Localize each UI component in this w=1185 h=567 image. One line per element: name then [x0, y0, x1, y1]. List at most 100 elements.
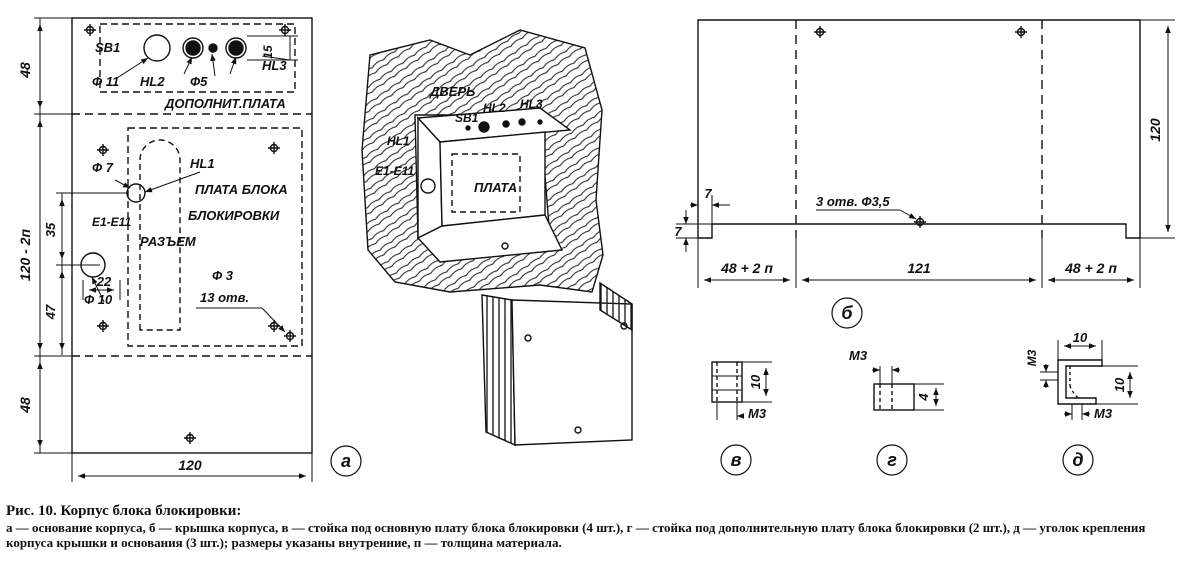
dim-d-m3-top: М3: [1025, 349, 1039, 366]
figure-d-texts: 10 10 М3 М3 д: [1025, 330, 1127, 476]
hl2-hole: [185, 40, 201, 56]
label-sb1: SB1: [95, 40, 120, 55]
cover-hole-3: [574, 426, 582, 434]
caption-title: Рис. 10. Корпус блока блокировки:: [6, 503, 242, 519]
main-board-outline: [127, 127, 303, 347]
figure-g-texts: М3 4 г: [849, 348, 931, 476]
dim-b-left: 48 + 2 п: [720, 260, 773, 276]
dim-v-10: 10: [748, 374, 763, 389]
dim-v-m3: М3: [748, 406, 767, 421]
screw-3d-3: [501, 242, 509, 250]
screw-3d-2: [537, 119, 543, 125]
screw-3d-1: [465, 125, 471, 131]
label-additional-board: ДОПОЛНИТ.ПЛАТА: [164, 96, 286, 111]
sb1-3d: [478, 121, 490, 133]
marker-v-circle: [720, 444, 752, 476]
label-board-name-2: БЛОКИРОВКИ: [188, 208, 280, 223]
figure-g-standoff: [872, 366, 944, 411]
figure-v-standoff: [711, 361, 772, 420]
dim-b-tab-height: 7: [674, 224, 682, 239]
marker-d-circle: [1062, 444, 1094, 476]
label-door: ДВЕРЬ: [429, 84, 475, 99]
figure-3d-view: [361, 29, 633, 447]
dim-15: 15: [261, 45, 275, 59]
cover-ribbed-side: [481, 294, 516, 447]
dim-48-bottom: 48: [17, 397, 33, 414]
hl2-3d: [502, 120, 510, 128]
dim-b-tab-width: 7: [704, 186, 712, 201]
marker-d: д: [1072, 450, 1083, 470]
label-3d-hl1: HL1: [387, 134, 410, 148]
bracket-profile: [1057, 359, 1103, 405]
marker-v: в: [731, 450, 742, 470]
figure-caption: Рис. 10. Корпус блока блокировки: а — ос…: [6, 503, 1181, 551]
dim-d-m3-bottom: М3: [1094, 406, 1113, 421]
label-3d-hl3: HL3: [520, 97, 543, 111]
box-bottom-panel: [416, 214, 564, 263]
label-3d-sb1: SB1: [455, 111, 479, 125]
cover-blank-outline: [697, 19, 1141, 239]
figure-d-bracket: [1040, 340, 1138, 420]
dim-120-width: 120: [178, 457, 202, 473]
dim-b-120: 120: [1147, 118, 1163, 142]
standoff-body: [711, 361, 743, 403]
marker-b-circle: [831, 297, 863, 329]
cover-holes: [814, 26, 1027, 228]
label-phi3: Ф 3: [212, 268, 234, 283]
label-phi10: Ф 10: [84, 292, 113, 307]
label-3-holes: 3 отв. Ф3,5: [816, 194, 890, 209]
figure-a-base: [34, 17, 313, 482]
figure-b-texts: 120 48 + 2 п 121 48 + 2 п 7 7 3 отв. Ф3,…: [674, 118, 1163, 329]
label-connector: РАЗЪЕМ: [140, 234, 197, 249]
dim-47: 47: [43, 304, 58, 320]
label-e1-e11: E1-E11: [92, 215, 131, 229]
hl3-3d: [518, 118, 526, 126]
hl3-hole-b: [228, 40, 244, 56]
figure-b-cover: [676, 19, 1175, 288]
cover-front: [511, 299, 633, 446]
label-3d-hl2: HL2: [483, 101, 506, 115]
e1-e11-3d-hole: [420, 178, 436, 194]
figure-3d-texts: ДВЕРЬ SB1 HL2 HL3 HL1 E1-E11 ПЛАТА: [375, 84, 543, 195]
dim-g-m3: М3: [849, 348, 868, 363]
dim-b-121: 121: [907, 260, 931, 276]
label-hl1: HL1: [190, 156, 215, 171]
mounting-holes: [84, 24, 296, 444]
label-board-name-1: ПЛАТА БЛОКА: [195, 182, 288, 197]
board-3d: [451, 153, 521, 213]
label-13-holes: 13 отв.: [200, 290, 249, 305]
label-hl3: HL3: [262, 58, 287, 73]
marker-b: б: [841, 303, 853, 323]
dim-48-top: 48: [17, 62, 33, 79]
dim-22: 22: [96, 274, 112, 289]
hl3-hole-a: [208, 43, 218, 53]
dim-lines-b: [676, 19, 1175, 288]
marker-a: а: [341, 451, 351, 471]
hl1-hole: [126, 183, 146, 203]
dim-lines-a: [34, 17, 313, 482]
base-outline: [71, 17, 313, 454]
dim-d-10-width: 10: [1073, 330, 1088, 345]
label-phi11: Ф 11: [92, 74, 119, 89]
marker-g-circle: [876, 444, 908, 476]
marker-g: г: [887, 450, 897, 470]
dim-b-right: 48 + 2 п: [1064, 260, 1117, 276]
dim-d-10-height: 10: [1112, 377, 1127, 392]
small-standoff-body: [873, 383, 915, 411]
figure-v-texts: 10 М3 в: [720, 374, 767, 476]
label-hl2: HL2: [140, 74, 165, 89]
marker-a-circle: [330, 445, 362, 477]
label-3d-board: ПЛАТА: [474, 180, 517, 195]
connector-slot: [139, 139, 181, 331]
cover-hole-1: [524, 334, 532, 342]
label-phi5: Ф5: [190, 74, 208, 89]
dim-g-4: 4: [916, 393, 931, 402]
technical-drawing: 48 120 - 2п 48 120 35 47 22 15 SB1 HL2 H…: [17, 17, 1175, 482]
label-phi7: Ф 7: [92, 160, 114, 175]
figure-a-texts: 48 120 - 2п 48 120 35 47 22 15 SB1 HL2 H…: [17, 40, 362, 477]
sb1-hole: [143, 34, 171, 62]
label-3d-e1-e11: E1-E11: [375, 164, 414, 178]
hl2-ring: [182, 37, 204, 59]
cover-right-side: [599, 281, 633, 332]
dim-35: 35: [43, 222, 58, 237]
